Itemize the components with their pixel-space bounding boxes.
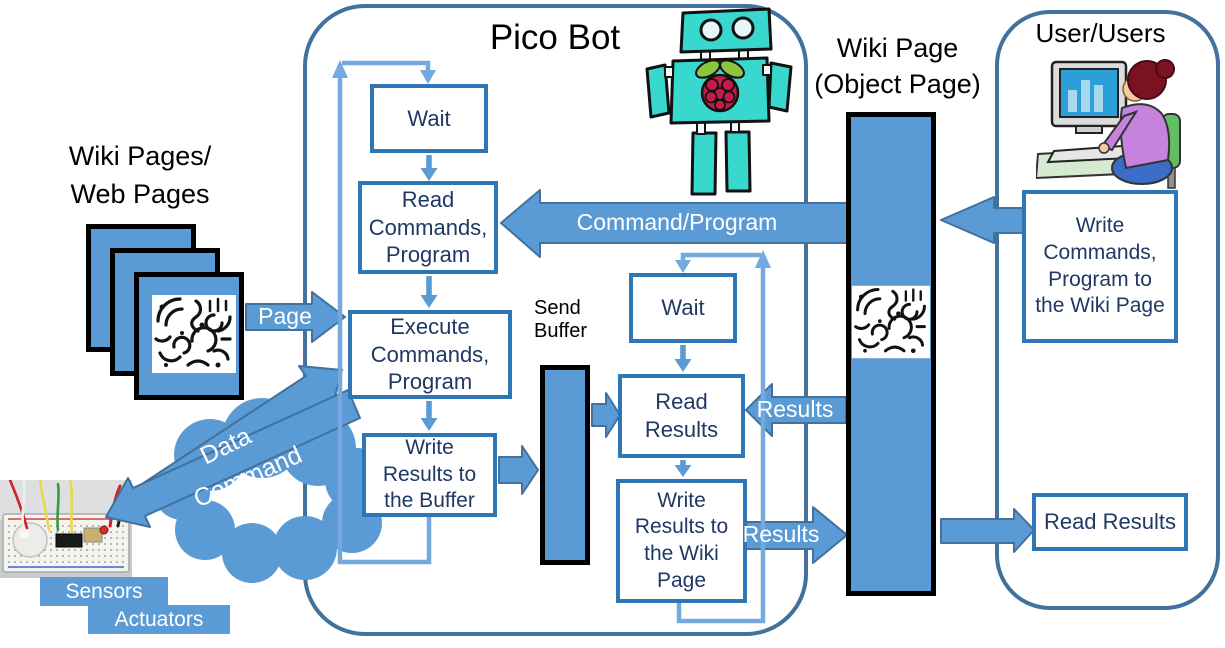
code-pattern-image bbox=[151, 295, 237, 373]
page-arrow bbox=[245, 291, 346, 343]
read-results-box: Read Results bbox=[618, 374, 745, 458]
user-at-computer-icon bbox=[1036, 59, 1181, 189]
send-buffer-label: Send Buffer bbox=[534, 297, 587, 342]
results-to-bot-arrow bbox=[745, 383, 847, 437]
sensors-tag: Sensors bbox=[40, 577, 168, 606]
write-results-buffer-box: Write Results to the Buffer bbox=[362, 433, 497, 517]
actuators-tag: Actuators bbox=[88, 605, 230, 634]
wiki-pages-stack-title: Wiki Pages/ Web Pages bbox=[68, 141, 212, 209]
picobot-title: Pico Bot bbox=[489, 18, 621, 57]
command-loop-arrowheads bbox=[332, 60, 436, 84]
results-to-wiki-arrow-label: Results bbox=[742, 521, 820, 547]
command-loop-connector bbox=[337, 60, 432, 565]
sensors-breadboard-photo bbox=[0, 480, 132, 578]
command-program-arrow bbox=[500, 189, 848, 258]
results-to-wiki-arrow bbox=[744, 506, 848, 564]
command-program-arrow-label: Command/Program bbox=[576, 209, 778, 235]
user-container bbox=[995, 10, 1220, 610]
execute-commands-box: Execute Commands, Program bbox=[348, 310, 512, 399]
buffer-to-read-arrow bbox=[591, 392, 621, 438]
wiki-page-title: Wiki Page (Object Page) bbox=[814, 33, 981, 100]
user-title: User/Users bbox=[1035, 18, 1166, 48]
user-write-commands-box: Write Commands, Program to the Wiki Page bbox=[1022, 190, 1178, 343]
write-to-buffer-arrow bbox=[498, 445, 539, 495]
wiki-to-user-read-arrow bbox=[940, 508, 1035, 553]
results-loop-connector bbox=[676, 252, 766, 624]
user-read-results-box: Read Results bbox=[1032, 493, 1188, 551]
robot-mascot-icon bbox=[645, 7, 793, 196]
page-arrow-label: Page bbox=[258, 303, 312, 329]
results-to-bot-arrow-label: Results bbox=[756, 396, 834, 422]
user-write-to-wiki-arrow bbox=[940, 196, 1025, 244]
results-loop-arrowheads bbox=[675, 250, 771, 273]
wait-box-results-loop: Wait bbox=[629, 273, 737, 343]
send-buffer-rect bbox=[540, 365, 590, 565]
flow-step-arrows bbox=[420, 155, 692, 477]
read-commands-box: Read Commands, Program bbox=[358, 181, 498, 274]
wait-box-command-loop: Wait bbox=[370, 84, 488, 153]
code-pattern-image bbox=[852, 283, 930, 361]
write-results-wiki-box: Write Results to the Wiki Page bbox=[616, 479, 747, 603]
command-arrow bbox=[105, 389, 361, 528]
